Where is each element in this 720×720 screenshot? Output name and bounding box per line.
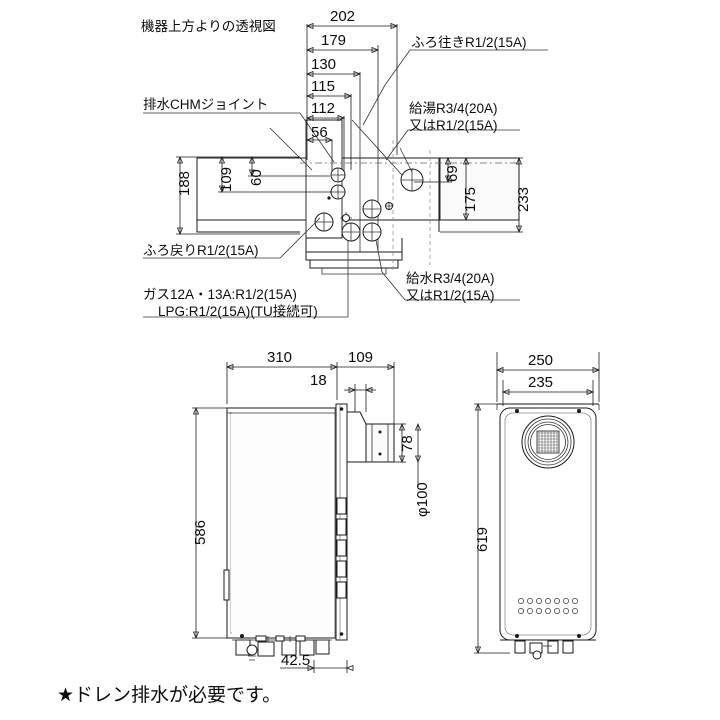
dimension-112: 112 bbox=[311, 100, 335, 117]
top-view-geometry bbox=[143, 22, 548, 318]
dimension-phi100: φ100 bbox=[414, 482, 431, 517]
dimension-56: 56 bbox=[311, 124, 328, 141]
dimension-188: 188 bbox=[176, 170, 193, 196]
dimension-42-5: 42.5 bbox=[281, 652, 311, 669]
dimension-78: 78 bbox=[399, 435, 416, 452]
callout-bath-supply: ふろ往きR1/2(15A) bbox=[411, 35, 527, 50]
dimension-179: 179 bbox=[321, 32, 347, 49]
front-view-geometry bbox=[192, 362, 422, 673]
dimension-175: 175 bbox=[462, 186, 479, 212]
dimension-586: 586 bbox=[192, 519, 209, 545]
dimension-130: 130 bbox=[311, 56, 337, 73]
side-view-geometry bbox=[474, 352, 601, 660]
dimension-310: 310 bbox=[267, 349, 293, 366]
drain-requirement-caption: ★ドレン排水が必要です。 bbox=[57, 685, 282, 706]
dimension-233: 233 bbox=[515, 186, 532, 212]
dimension-115: 115 bbox=[311, 78, 335, 95]
callout-cold-water: 給水R3/4(20A) 又はR1/2(15A) bbox=[406, 271, 495, 303]
callout-drain-chm-joint: 排水CHMジョイント bbox=[143, 97, 269, 112]
dimension-69: 69 bbox=[444, 165, 461, 182]
dimension-202: 202 bbox=[330, 8, 356, 25]
dimension-109-top: 109 bbox=[218, 166, 235, 192]
dimension-60: 60 bbox=[248, 169, 265, 186]
callout-bath-return: ふろ戻りR1/2(15A) bbox=[143, 243, 259, 258]
dimension-235: 235 bbox=[528, 374, 554, 391]
callout-hot-water: 給湯R3/4(20A) 又はR1/2(15A) bbox=[409, 101, 498, 133]
dimension-18: 18 bbox=[310, 372, 327, 389]
dimension-250: 250 bbox=[528, 352, 554, 369]
dimension-619: 619 bbox=[474, 526, 491, 552]
top-view-title: 機器上方よりの透視図 bbox=[141, 19, 276, 34]
dimension-109-front: 109 bbox=[348, 349, 374, 366]
callout-gas: ガス12A・13A:R1/2(15A) LPG:R1/2(15A)(TU接続可) bbox=[143, 287, 318, 319]
